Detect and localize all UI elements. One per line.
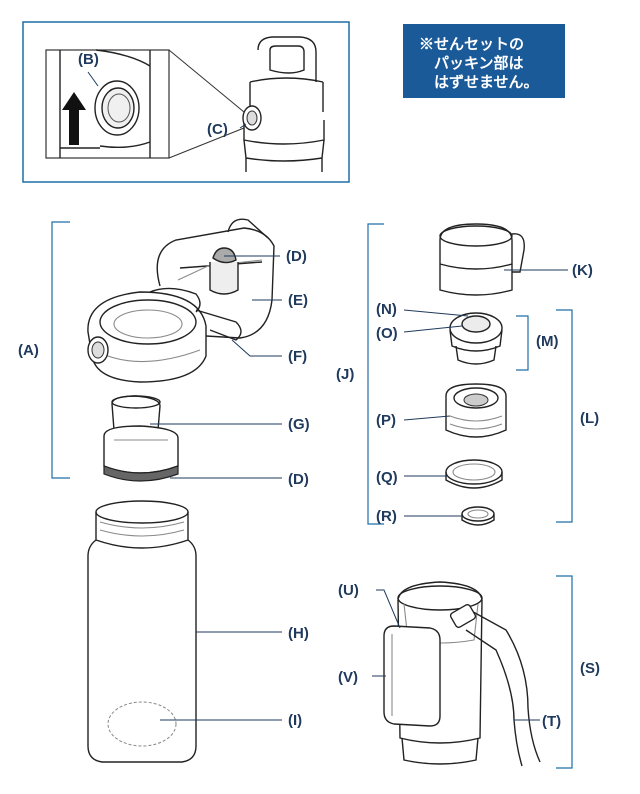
label-A: (A) (18, 342, 39, 359)
note-line-2: パッキン部は (434, 55, 524, 72)
label-S: (S) (580, 660, 600, 677)
label-E: (E) (288, 292, 308, 309)
label-O: (O) (376, 325, 398, 342)
label-V: (V) (338, 669, 358, 686)
label-R: (R) (376, 508, 397, 525)
bottle-body (87, 500, 197, 763)
label-F: (F) (288, 348, 307, 365)
bottle-top-small (242, 36, 325, 172)
bracket-L (556, 309, 573, 523)
label-K: (K) (572, 262, 593, 279)
label-I: (I) (288, 712, 302, 729)
label-D-valve: (D) (286, 248, 307, 265)
bracket-M (516, 315, 529, 371)
note-line-3: はずせません。 (434, 74, 539, 91)
label-L: (L) (580, 410, 599, 427)
label-C: (C) (207, 121, 228, 138)
pouch-S (383, 581, 541, 767)
label-M: (M) (536, 333, 559, 350)
label-H: (H) (288, 625, 309, 642)
label-J: (J) (336, 366, 354, 383)
label-P: (P) (376, 412, 396, 429)
label-B: (B) (78, 51, 99, 68)
label-N: (N) (376, 301, 397, 318)
label-D-ring: (D) (288, 471, 309, 488)
label-T: (T) (542, 713, 561, 730)
detail-inset (22, 21, 350, 183)
bracket-S (556, 575, 573, 769)
caution-note: ※せんセットの パッキン部は はずせません。 (403, 24, 565, 98)
label-G: (G) (288, 416, 310, 433)
label-U: (U) (338, 582, 359, 599)
leader-lines (87, 71, 568, 721)
spout-ring-G (103, 395, 179, 482)
plug-set-J (367, 223, 525, 526)
label-Q: (Q) (376, 469, 398, 486)
cap-assembly-A (51, 218, 275, 479)
note-line-1: ※せんセットの (419, 36, 525, 53)
up-arrow-icon (62, 92, 86, 145)
